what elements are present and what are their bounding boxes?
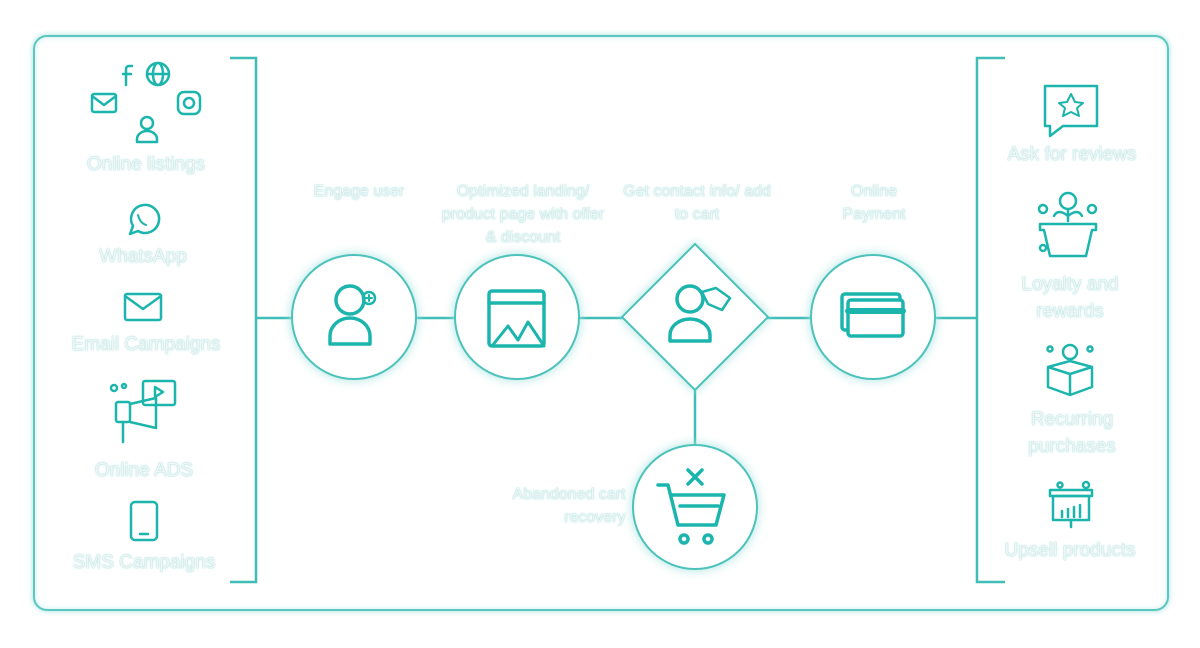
- outcome-ask-reviews: Ask for reviews: [1007, 144, 1137, 165]
- webpage-image-icon: [487, 289, 546, 348]
- mail-icon: [90, 92, 118, 114]
- globe-icon: [145, 61, 171, 87]
- right-bracket: [975, 56, 1005, 584]
- step-label-contact: Get contact info/ add to cart: [623, 183, 771, 223]
- outcome-recurring: Recurring purchases: [1028, 409, 1116, 457]
- step-node-landing: [454, 254, 580, 380]
- instagram-icon: [176, 90, 202, 116]
- left-bracket: [230, 56, 258, 584]
- channel-email-campaigns: Email Campaigns: [71, 334, 221, 355]
- outcome-loyalty: Loyalty and rewards: [1021, 274, 1119, 322]
- cart-remove-icon: [656, 468, 726, 545]
- money-plant-icon: [1037, 191, 1098, 258]
- star-chat-icon: [1043, 84, 1099, 138]
- step-label-landing: Optimized landing/ product page with off…: [441, 183, 605, 246]
- step-label-payment: Online Payment: [842, 183, 906, 223]
- channel-whatsapp: WhatsApp: [99, 246, 187, 267]
- user-tag-icon: [668, 284, 732, 343]
- outcome-upsell: Upsell products: [1004, 540, 1136, 561]
- channel-sms-campaigns: SMS Campaigns: [72, 552, 216, 573]
- facebook-icon: [121, 64, 134, 87]
- smartphone-icon: [129, 500, 159, 542]
- step-node-contact: [620, 242, 770, 392]
- add-user-icon: [328, 284, 377, 346]
- channel-online-ads: Online ADS: [94, 460, 194, 481]
- presentation-chart-icon: [1048, 480, 1094, 529]
- megaphone-video-icon: [109, 379, 177, 444]
- diagram-frame: [33, 35, 1169, 611]
- credit-card-icon: [840, 292, 906, 338]
- whatsapp-icon: [128, 203, 161, 236]
- step-label-engage: Engage user: [313, 183, 405, 200]
- box-coin-icon: [1046, 343, 1094, 397]
- channel-online-listings: Online listings: [86, 154, 206, 175]
- user-icon: [135, 115, 159, 144]
- email-campaign-icon: [123, 292, 163, 322]
- branch-label-abandoned: Abandoned cart recovery: [512, 486, 626, 526]
